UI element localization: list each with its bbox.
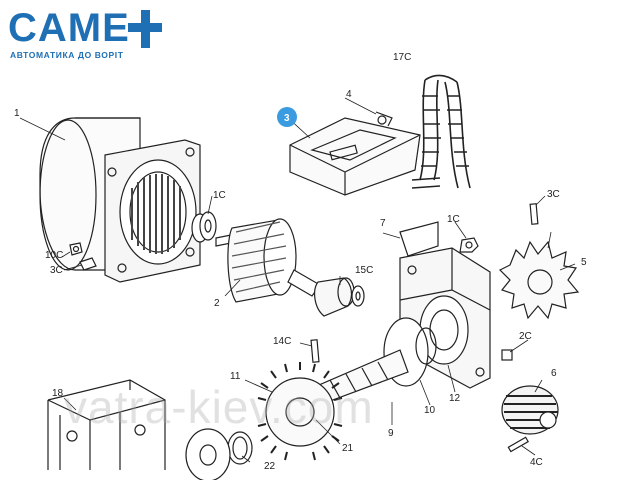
screw-3c [79,257,97,271]
nut-1c [459,237,479,253]
bearing-1c [191,211,217,243]
label-9: 9 [388,428,394,439]
brand-name: CAME [8,6,130,50]
label-10c: 10C [45,250,63,261]
label-10: 10 [424,405,436,416]
label-2: 2 [214,298,220,309]
label-4c: 4C [530,457,543,468]
key-14c [310,339,320,363]
worm-gear [501,385,559,435]
label-12: 12 [449,393,461,404]
label-15c: 15C [355,265,373,276]
drive-sprocket [498,240,580,320]
brand-tagline: АВТОМАТИКА ДО ВОРІТ [10,50,124,60]
washer-15c [351,285,365,307]
snap-ring [227,431,253,465]
label-18: 18 [52,388,64,399]
label-4: 4 [346,89,352,100]
label-3c-left: 3C [50,265,63,276]
label-3c-right: 3C [547,189,560,200]
came-logo: CAME АВТОМАТИКА ДО ВОРІТ [8,6,228,60]
bushing-2c [501,349,513,361]
label-14c: 14C [273,336,291,347]
label-11: 11 [230,371,241,382]
gear-wheel [257,362,343,461]
label-1: 1 [14,108,20,119]
label-6: 6 [551,368,557,379]
pin-3c [529,203,539,225]
label-17c: 17C [393,52,411,63]
drive-chain [411,74,471,189]
label-7: 7 [380,218,386,229]
label-1c-right: 1C [447,214,460,225]
label-5: 5 [581,257,587,268]
control-unit [289,111,421,196]
pin-4c [507,436,529,453]
label-3: 3 [284,113,290,124]
selected-part-badge [277,107,297,127]
label-21: 21 [342,443,354,454]
label-2c: 2C [519,331,532,342]
brand-cross-icon [128,10,162,48]
rotor [215,218,355,317]
screw-10c [69,242,83,256]
base-frame [47,379,166,470]
motor-housing [39,117,201,283]
watermark-text: vatra-kiev.com [64,381,374,433]
label-22: 22 [264,461,276,472]
label-1c-left: 1C [213,190,226,201]
thrust-disk [185,428,231,480]
